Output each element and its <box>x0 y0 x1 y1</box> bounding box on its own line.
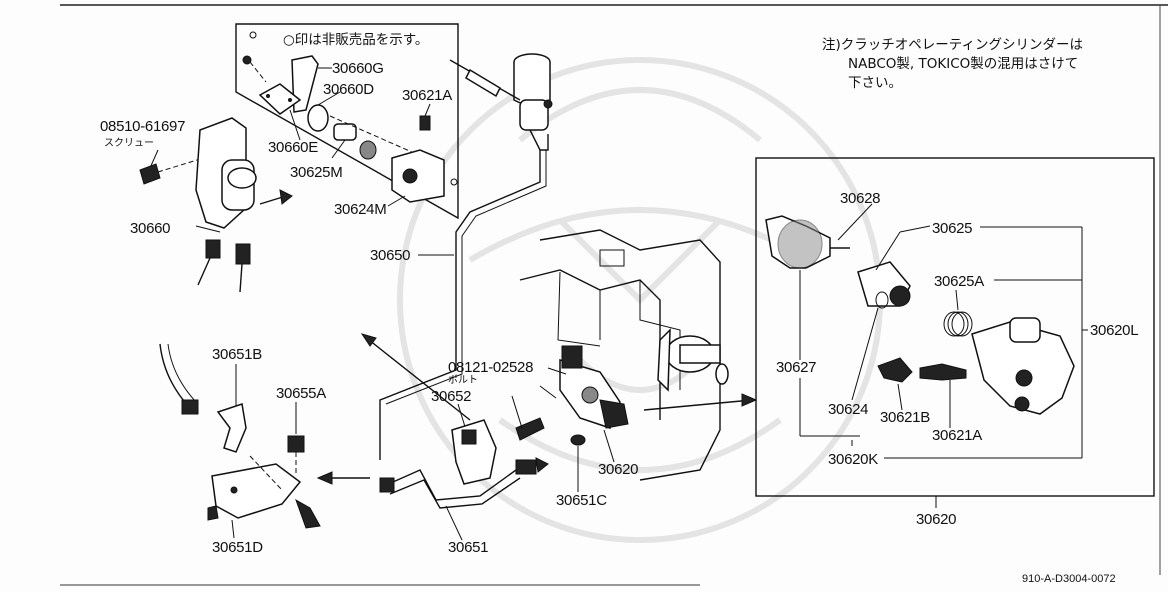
label-bolt: ボルト <box>448 374 478 386</box>
part-30624-seal <box>875 291 889 309</box>
label-08510-61697: 08510-61697 <box>100 118 185 135</box>
non-sale-mark <box>249 31 257 39</box>
label-30620K: 30620K <box>828 451 878 468</box>
label-30625: 30625 <box>932 220 972 237</box>
label-30624: 30624 <box>828 401 868 418</box>
part-30625A-spring <box>943 311 973 337</box>
arrow-to-bracket <box>363 335 471 421</box>
label-30650: 30650 <box>370 247 410 264</box>
label-08121-02528: 08121-02528 <box>448 359 533 376</box>
label-30660: 30660 <box>130 220 170 237</box>
label-30621B: 30621B <box>880 409 930 426</box>
note-line-1: 注)クラッチオペレーティングシリンダーは <box>822 37 1083 53</box>
part-fluid-reservoir <box>449 53 553 151</box>
part-nut-b <box>235 243 251 265</box>
part-30621B-screw <box>877 357 913 383</box>
label-30660D: 30660D <box>323 81 374 98</box>
diagram-code: 910-A-D3004-0072 <box>1022 573 1116 585</box>
part-cup-seal <box>359 140 377 160</box>
part-screw-small <box>242 55 252 65</box>
detail-box <box>755 157 1155 497</box>
label-30651: 30651 <box>448 539 488 556</box>
part-fitting-left <box>181 399 199 415</box>
label-30620L: 30620L <box>1090 322 1138 339</box>
part-30651B-clip <box>216 403 247 453</box>
part-30621A-bleeder <box>919 363 967 381</box>
arrow-to-detail <box>643 399 753 411</box>
label-screw: スクリュー <box>104 137 154 149</box>
label-30625A: 30625A <box>934 273 984 290</box>
label-30660E: 30660E <box>268 139 318 156</box>
transmission-housing <box>519 229 729 481</box>
inset-box <box>235 23 459 220</box>
label-30651B: 30651B <box>212 346 262 363</box>
part-gasket <box>258 83 302 115</box>
note-line-3: 下さい。 <box>848 75 902 91</box>
note-line-2: NABCO製, TOKICO製の混用はさけて <box>848 56 1078 72</box>
part-hose-end <box>295 498 321 529</box>
part-30655A-nut <box>287 435 305 453</box>
pipe-left <box>159 343 191 409</box>
part-30624M-body <box>391 149 445 203</box>
inset-note: ○印は非販売品を示す。 <box>283 32 428 48</box>
part-bolt-08121 <box>515 417 545 441</box>
label-30627: 30627 <box>776 359 816 376</box>
label-30620-bottom: 30620 <box>916 511 956 528</box>
pipe-30650 <box>379 150 541 460</box>
part-30621A-bleeder-top <box>419 115 431 131</box>
label-30651D: 30651D <box>212 539 263 556</box>
label-30620-mid: 30620 <box>598 461 638 478</box>
part-30627-boot <box>765 215 831 269</box>
label-30660G: 30660G <box>332 60 384 77</box>
part-screw-08510 <box>139 163 161 185</box>
part-30620L-cylinder-body <box>971 317 1075 415</box>
label-30621A: 30621A <box>932 427 982 444</box>
label-30652: 30652 <box>431 388 471 405</box>
label-30624M: 30624M <box>334 201 386 218</box>
part-nut-a <box>205 239 221 259</box>
part-30620-mid-assembly <box>559 345 629 429</box>
part-30660D-boot <box>307 104 329 132</box>
label-30655A: 30655A <box>276 385 326 402</box>
part-30651C-washer <box>570 434 586 446</box>
part-30651D-bracket <box>211 463 302 519</box>
label-30651C: 30651C <box>556 492 607 509</box>
label-30625M: 30625M <box>290 164 342 181</box>
label-30628: 30628 <box>840 190 880 207</box>
label-30621A-top: 30621A <box>402 87 452 104</box>
